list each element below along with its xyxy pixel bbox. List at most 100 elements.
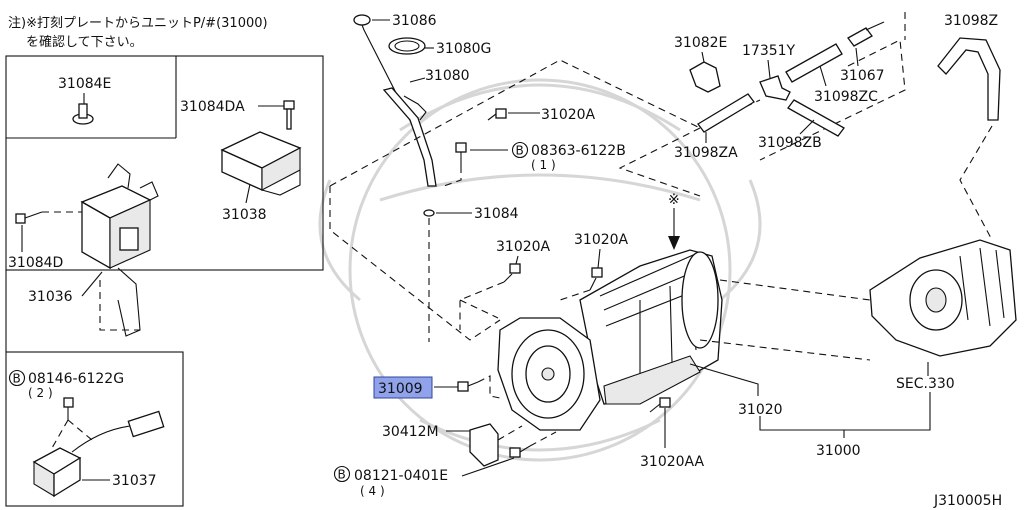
cover-30412m-part [469, 423, 499, 467]
label-31038: 31038 [222, 207, 267, 223]
joint-17351y-part [759, 75, 791, 101]
bolt-08363-part [455, 142, 467, 166]
qty-08121: ( 4 ) [360, 484, 385, 498]
dash-mid-bolts [459, 281, 591, 330]
bolt-symbol-08121-letter: B [338, 468, 346, 482]
label-31098zb: 31098ZB [758, 135, 822, 151]
module-31038-part [220, 131, 302, 196]
control-unit-31036-part [80, 163, 159, 337]
label-31098z: 31098Z [944, 13, 998, 29]
bolt-31020a-mid2-part [589, 267, 603, 291]
transmission-31020-part [579, 249, 723, 405]
bolt-symbol-08146-letter: B [13, 372, 21, 386]
leader-31020a-mid1 [515, 255, 519, 265]
hose-31098z-part [937, 37, 1001, 121]
dash-30412m [497, 425, 523, 441]
leader-17351y [767, 59, 771, 79]
label-17351y: 17351Y [742, 43, 796, 59]
dash-31009 [477, 375, 501, 399]
qty-08363: ( 1 ) [531, 158, 556, 172]
qty-08146: ( 2 ) [28, 386, 53, 400]
leader-08121 [461, 457, 515, 477]
label-31086: 31086 [392, 13, 437, 29]
inset-box-lower [5, 351, 184, 507]
dash-31036 [99, 280, 140, 331]
tube-31098zb-part [787, 99, 845, 137]
bolt-31020aa-part [649, 397, 671, 413]
label-31080g: 31080G [436, 41, 491, 57]
dash-08363 [443, 166, 462, 187]
label-31084e: 31084E [58, 76, 111, 92]
bolt-31084da-part [283, 100, 295, 130]
note-line-1: 注)※打刻プレートからユニットP/#(31000) [8, 16, 268, 31]
dash-08121 [529, 431, 557, 447]
label-08363: 08363-6122B [531, 143, 626, 159]
label-31037: 31037 [112, 473, 157, 489]
bolt-31020a-mid1-part [503, 263, 521, 283]
converter-housing-part [497, 317, 601, 431]
label-31020a-top: 31020A [541, 107, 596, 123]
label-31000: 31000 [816, 443, 861, 459]
asterisk-arrow-head [668, 236, 680, 250]
clip-31082e-part [689, 61, 721, 93]
bolt-31084d-part [15, 211, 43, 224]
bolt-08146-part [63, 397, 74, 420]
label-08121: 08121-0401E [354, 468, 448, 484]
label-31084: 31084 [474, 206, 519, 222]
inset-box-upper [5, 55, 324, 271]
note-line-2: を確認して下さい。 [26, 34, 143, 50]
dash-31098z [959, 125, 993, 241]
bolt-08121-callout: B 08121-0401E ( 4 ) [333, 465, 448, 498]
bolt-08121-part [509, 445, 531, 458]
bolt-31020a-top-part [487, 108, 507, 121]
bolt-symbol-08121 [333, 465, 351, 483]
inset-panel [5, 55, 324, 507]
watermark-emblem [318, 78, 762, 462]
tube-31080-part [382, 87, 437, 187]
label-31020: 31020 [738, 402, 783, 418]
dash-08146 [51, 419, 93, 449]
label-31020aa: 31020AA [640, 454, 705, 470]
label-31080: 31080 [425, 68, 470, 84]
label-31020a-mid1: 31020A [496, 239, 551, 255]
sensor-31037-part [32, 410, 165, 498]
label-31098zc: 31098ZC [814, 89, 878, 105]
hose-group-outline [759, 12, 906, 161]
label-31020a-mid2: 31020A [574, 232, 629, 248]
bolt-symbol-08146 [8, 369, 26, 387]
oring-31084-part [423, 209, 435, 217]
diagram-code: J310005H [933, 493, 1002, 509]
leader-31082e [701, 51, 705, 63]
label-31009[interactable]: 31009 [378, 381, 423, 397]
label-31067: 31067 [840, 68, 885, 84]
bolt-08363-callout: B 08363-6122B ( 1 ) [511, 141, 626, 172]
leader-31020 [689, 363, 759, 396]
dash-transfer [699, 279, 871, 361]
leader-31036 [81, 271, 103, 297]
label-31036: 31036 [28, 289, 73, 305]
bolt-symbol-08363-letter: B [516, 144, 524, 158]
asterisk-mark: ※ [668, 192, 680, 208]
connector-31067-part [847, 21, 885, 47]
bolt-31009-part [457, 381, 479, 392]
tube-31098zc-part [785, 43, 843, 83]
leader-31067 [855, 47, 859, 67]
bracket-31000 [759, 392, 931, 431]
leader-31098zc [819, 65, 827, 87]
label-30412m: 30412M [382, 424, 439, 440]
label-31098za: 31098ZA [674, 145, 738, 161]
leader-31098zb [799, 119, 815, 135]
leader-31020a-mid2 [597, 248, 601, 269]
label-08146: 08146-6122G [28, 371, 124, 387]
label-31084d: 31084D [8, 255, 63, 271]
highlight-31009[interactable] [373, 376, 433, 399]
label-31084da: 31084DA [180, 99, 245, 115]
transfer-case-part [869, 239, 1017, 357]
tube-31098za-part [697, 93, 755, 133]
label-sec330: SEC.330 [896, 376, 955, 392]
clip-31084e-part [72, 103, 94, 125]
label-31082e: 31082E [674, 35, 727, 51]
bolt-08146-callout: B 08146-6122G ( 2 ) [8, 369, 124, 400]
leader-31038 [245, 183, 251, 204]
